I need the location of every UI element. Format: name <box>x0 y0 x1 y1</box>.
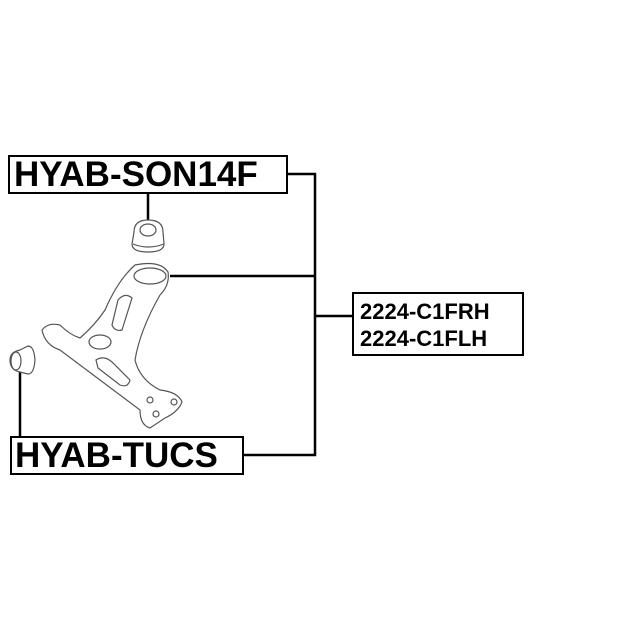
arm-left-part-number: 2224-C1FLH <box>360 326 488 351</box>
leader-line-front-bushing <box>243 172 317 457</box>
rear-bushing-icon <box>9 345 36 375</box>
control-arm-part-numbers: 2224-C1FRH 2224-C1FLH <box>352 292 524 356</box>
arm-right-part-number: 2224-C1FRH <box>360 299 490 324</box>
front-bushing-part-number: HYAB-SON14F <box>8 155 288 194</box>
rear-bushing-part-number: HYAB-TUCS <box>10 436 244 475</box>
control-arm-icon <box>41 262 183 429</box>
leader-lines <box>18 172 352 457</box>
front-bushing-icon <box>131 219 165 253</box>
